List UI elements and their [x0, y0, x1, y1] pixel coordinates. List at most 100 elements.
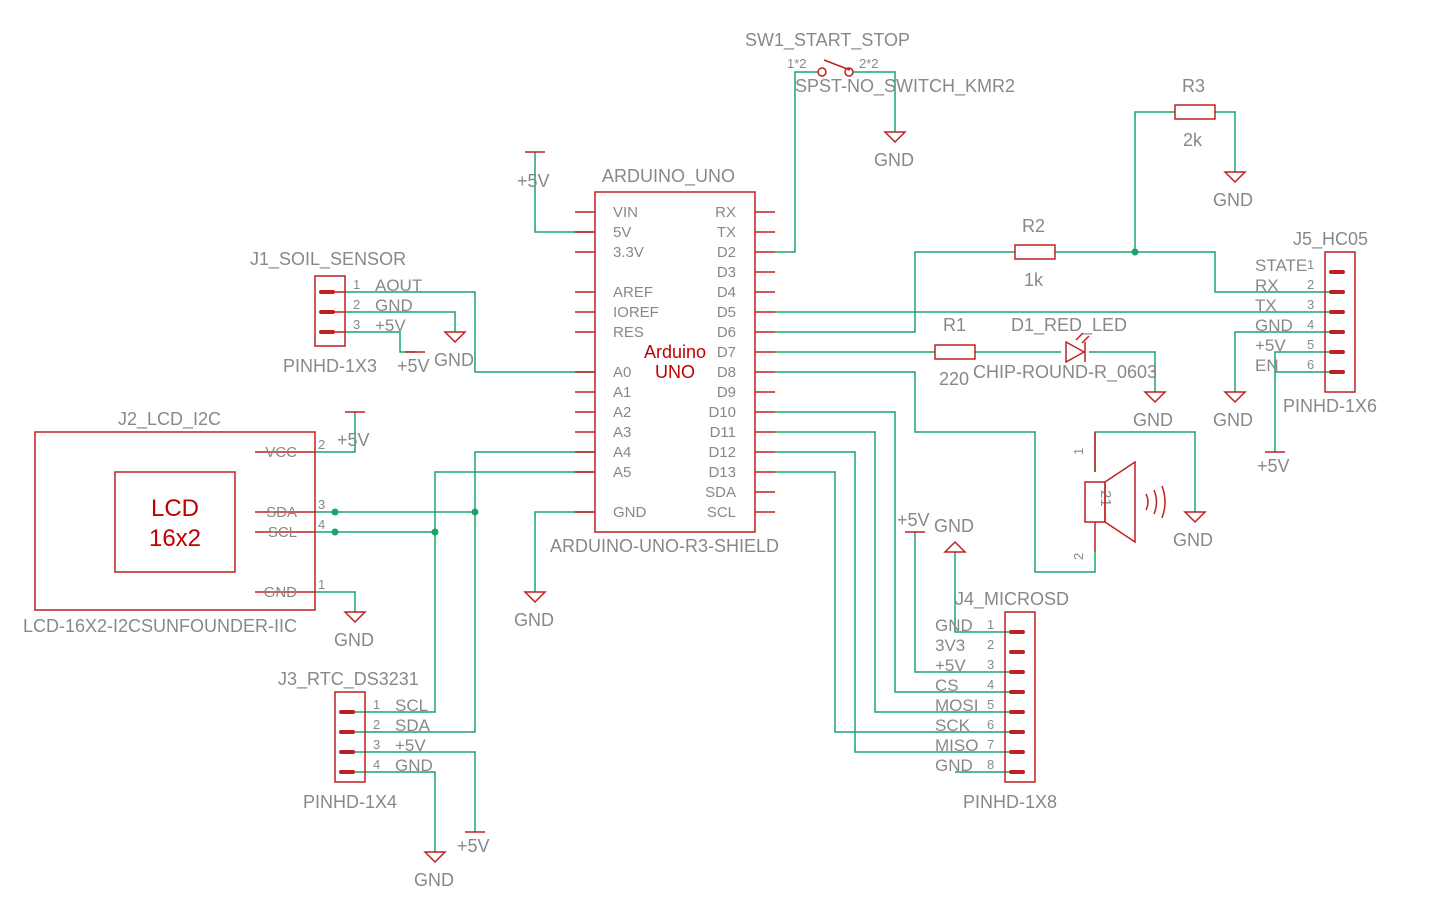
- sound-wave-icon: [1153, 489, 1158, 515]
- vcc-label: +5V: [397, 356, 430, 376]
- arduino-pin-label: A5: [613, 464, 631, 481]
- header-pin-number: 2: [373, 717, 380, 732]
- r3-name: R3: [1182, 76, 1205, 96]
- lcd-body: [34, 431, 316, 611]
- arduino-pin-label: D9: [717, 384, 736, 401]
- gnd-label: GND: [434, 350, 474, 370]
- gnd-label: GND: [1213, 410, 1253, 430]
- d1-name: D1_RED_LED: [1011, 315, 1127, 336]
- resistor-r1[interactable]: R1 220: [934, 315, 976, 389]
- switch-contact-icon: [844, 67, 854, 77]
- header-pin-number: 1: [373, 697, 380, 712]
- r1-name: R1: [943, 315, 966, 335]
- arduino-pin-label: RX: [715, 204, 736, 221]
- connector-j4[interactable]: J4_MICROSD PINHD-1X8 1GND23V33+5V4CS5MOS…: [935, 589, 1069, 812]
- lcd-j2[interactable]: J2_LCD_I2C LCD 16x2 LCD-16X2-I2CSUNFOUND…: [23, 409, 325, 636]
- arduino-pin-label: VIN: [613, 204, 638, 221]
- header-pin-label: SCK: [935, 716, 971, 735]
- header-pin-number: 5: [1307, 337, 1314, 352]
- sw1-value: SPST-NO_SWITCH_KMR2: [795, 76, 1015, 97]
- header-pin-number: 1: [1307, 257, 1314, 272]
- header-pin-label: +5V: [395, 736, 426, 755]
- header-pin-label: STATE: [1255, 256, 1307, 275]
- arduino-pin-label: SDA: [705, 484, 736, 501]
- gnd-symbol-icon: [883, 131, 907, 144]
- header-pin-label: EN: [1255, 356, 1279, 375]
- header-pin-number: 4: [987, 677, 994, 692]
- switch-sw1[interactable]: SW1_START_STOP 1*2 2*2 SPST-NO_SWITCH_KM…: [745, 30, 1015, 97]
- j4-name: J4_MICROSD: [955, 589, 1069, 610]
- j5-value: PINHD-1X6: [1283, 396, 1377, 416]
- header-pin-label: GND: [1255, 316, 1293, 335]
- wire-d10-cs: [775, 411, 1015, 693]
- lcd-pin-label: SCL: [268, 524, 297, 541]
- sound-wave-icon: [1145, 493, 1149, 511]
- lcd-pin-number: 2: [318, 437, 325, 452]
- header-pin-number: 1: [987, 617, 994, 632]
- gnd-symbol-icon: [1223, 391, 1247, 404]
- wire-j1-gnd: [345, 311, 456, 332]
- header-pin-label: SDA: [395, 716, 431, 735]
- arduino-pin-label: A4: [613, 444, 631, 461]
- arduino-value: ARDUINO-UNO-R3-SHIELD: [550, 536, 779, 556]
- wire-d6-r2: [775, 251, 1015, 333]
- arduino-pin-label: 5V: [613, 224, 631, 241]
- arduino-pin-label: D11: [710, 424, 736, 441]
- d1-value: CHIP-ROUND-R_0603: [973, 362, 1157, 383]
- arduino-pin-label: D12: [708, 444, 736, 461]
- header-pin-number: 3: [373, 737, 380, 752]
- header-pin-label: RX: [1255, 276, 1279, 295]
- arduino-pin-label: TX: [717, 224, 736, 241]
- lcd-pin-label: VCC: [265, 444, 297, 461]
- wire-d2-switch: [775, 71, 818, 253]
- led-ray-icon: [1075, 332, 1084, 341]
- wire-a5-scl-bus: [355, 471, 595, 713]
- gnd-symbol-icon: [443, 331, 467, 344]
- resistor-icon: [1174, 104, 1216, 120]
- junction-dot: [331, 528, 339, 536]
- buzzer[interactable]: 1 2 21: [1071, 432, 1166, 560]
- vcc-label: +5V: [457, 836, 490, 856]
- r2-name: R2: [1022, 216, 1045, 236]
- j1-value: PINHD-1X3: [283, 356, 377, 376]
- lcd-label-line2: 16x2: [149, 525, 201, 552]
- speaker-cone-icon: [1104, 460, 1136, 544]
- gnd-label: GND: [1133, 410, 1173, 430]
- header-pin-label: CS: [935, 676, 959, 695]
- gnd-label: GND: [334, 630, 374, 650]
- header-pin-label: +5V: [935, 656, 966, 675]
- gnd-label: GND: [1173, 530, 1213, 550]
- junctions: [331, 248, 1139, 536]
- resistor-r3[interactable]: R3 2k: [1174, 76, 1216, 150]
- header-pin-label: AOUT: [375, 276, 422, 295]
- j4-value: PINHD-1X8: [963, 792, 1057, 812]
- j2-value: LCD-16X2-I2CSUNFOUNDER-IIC: [23, 616, 297, 636]
- junction-dot: [471, 508, 479, 516]
- power-symbols: +5VGNDGNDGND+5V+5VGNDGND+5VGNDGND+5VGNDG…: [334, 131, 1290, 890]
- junction-dot: [431, 528, 439, 536]
- gnd-symbol-icon: [423, 851, 447, 864]
- sound-wave-icon: [1161, 485, 1166, 519]
- resistor-r2[interactable]: R2 1k: [1014, 216, 1056, 290]
- led-triangle-icon: [1065, 340, 1086, 364]
- j1-body: [314, 275, 346, 347]
- junction-dot: [331, 508, 339, 516]
- arduino-uno[interactable]: ARDUINO_UNO ARDUINO-UNO-R3-SHIELD Arduin…: [550, 166, 779, 556]
- j3-value: PINHD-1X4: [303, 792, 397, 812]
- header-pin-label: TX: [1255, 296, 1277, 315]
- arduino-pin-label: D4: [717, 284, 736, 301]
- led-d1[interactable]: D1_RED_LED CHIP-ROUND-R_0603: [973, 315, 1157, 383]
- connector-j5[interactable]: J5_HC05 PINHD-1X6 1STATE2RX3TX4GND5+5V6E…: [1255, 229, 1377, 416]
- junction-dot: [1131, 248, 1139, 256]
- lcd-label-line1: LCD: [151, 495, 199, 522]
- arduino-pin-label: D10: [708, 404, 736, 421]
- j4-body: [1004, 611, 1036, 783]
- arduino-pin-label: D3: [717, 264, 736, 281]
- wire-switch-gnd: [852, 71, 896, 132]
